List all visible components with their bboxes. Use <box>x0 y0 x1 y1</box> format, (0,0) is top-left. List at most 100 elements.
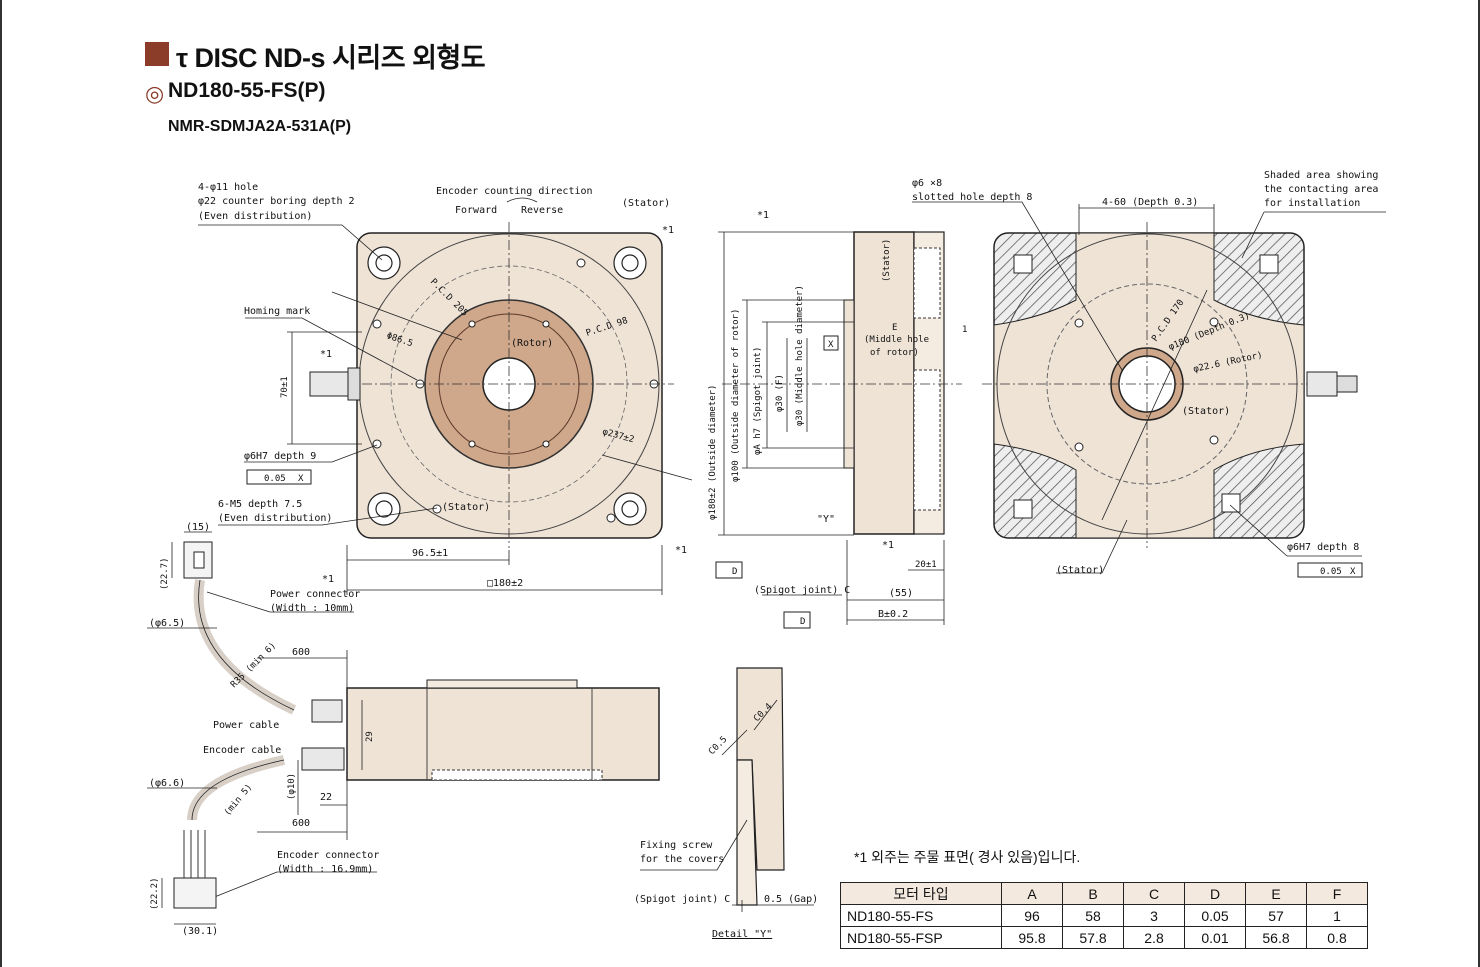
fixing-screw-label-2: for the covers <box>640 854 724 865</box>
header-square-icon <box>145 42 169 66</box>
front-small-hole <box>576 258 586 268</box>
star1-mark: *1 <box>320 349 332 360</box>
front-corner-hole-br-inner <box>621 500 639 518</box>
homing-mark-label: Homing mark <box>244 306 310 317</box>
dia-30-label: φ30 (Middle hole diameter) <box>795 285 805 426</box>
dia-f-label: φ30 (F) <box>775 374 785 412</box>
power-cable-label: Power cable <box>213 720 279 731</box>
front-rotor-hole <box>468 320 476 328</box>
flatness-d-frame <box>783 611 811 629</box>
double-circle-icon: ◎ <box>145 81 165 106</box>
back-tol-ref: X <box>1350 567 1356 577</box>
side-view: *1 *1 φ180±2 (Outside diameter) φ100 (Ou… <box>708 210 967 629</box>
detail-spigot-label: (Spigot joint) C <box>634 894 730 905</box>
encoder-cable-label: Encoder cable <box>203 745 281 756</box>
back-pin-label: φ6H7 depth 8 <box>1287 542 1359 553</box>
side-internal-part <box>913 247 941 319</box>
detail-y-title: Detail "Y" <box>712 929 772 940</box>
back-tol-value: 0.05 <box>1320 567 1342 577</box>
spigot-diameter-label: φA h7 (Spigot joint) <box>753 347 763 455</box>
front-rotor-hole <box>542 440 550 448</box>
encoder-connector-label-2: (Width : 16.9mm) <box>277 864 373 875</box>
middle-hole-label-2: of rotor) <box>870 348 919 358</box>
front-tol-value: 0.05 <box>264 474 286 484</box>
slot-note-1: φ6 ×8 <box>912 178 942 189</box>
dim-10: (φ10) <box>287 773 297 800</box>
shaded-note-3: for installation <box>1264 198 1360 209</box>
back-tolerance-frame <box>1297 562 1363 578</box>
back-corner-hole <box>1259 254 1279 274</box>
dim-65: (φ6.5) <box>149 618 185 629</box>
front-tolerance-frame <box>246 469 312 485</box>
fixing-screw-label-1: Fixing screw <box>640 840 713 851</box>
header-cell: F <box>1306 882 1368 905</box>
side-datum-x-box <box>823 335 839 351</box>
back-cable-gland <box>1306 371 1338 397</box>
header-cell: D <box>1184 882 1246 905</box>
front-holes-note-1: 4-φ11 hole <box>198 182 258 193</box>
table-cell: 58 <box>1062 904 1124 927</box>
dim-180-label: □180±2 <box>487 578 523 589</box>
front-rotor-hole <box>542 320 550 328</box>
front-small-hole <box>372 319 382 329</box>
star1-mark: *1 <box>322 574 334 585</box>
middle-hole-label-1: (Middle hole <box>864 335 929 345</box>
detail-y-view: C0.5 C0.4 Fixing screw for the covers (S… <box>634 667 818 940</box>
back-stator-bottom-label: (Stator) <box>1056 565 1104 576</box>
back-stator-label: (Stator) <box>1182 406 1230 417</box>
side-internal-part <box>913 369 941 511</box>
m5-note-2: (Even distribution) <box>218 513 332 524</box>
encoder-radius-label: (min 5) <box>223 782 255 817</box>
front-small-hole <box>372 439 382 449</box>
bottom-body <box>346 687 660 781</box>
page-title: τ DISC ND-s 시리즈 외형도 <box>176 43 486 73</box>
dim-b-label: B±0.2 <box>878 609 908 620</box>
side-stator-body <box>853 231 915 535</box>
front-cable-gland <box>309 371 349 397</box>
cable-length-label: 600 <box>292 818 310 829</box>
dim-15: (15) <box>186 522 210 533</box>
dim-227: (22.7) <box>160 557 170 590</box>
spigot-joint-label: (Spigot joint) C <box>754 585 850 596</box>
table-cell: 56.8 <box>1245 926 1307 949</box>
rotor-diameter-label: φ100 (Outside diameter of rotor) <box>731 309 741 482</box>
depth-03-label: 4-60 (Depth 0.3) <box>1102 197 1198 208</box>
header-cell: C <box>1123 882 1185 905</box>
table-row: ND180-55-FSP 95.8 57.8 2.8 0.01 56.8 0.8 <box>840 926 1368 949</box>
header-cell: 모터 타입 <box>840 882 1002 905</box>
side-stator-label: (Stator) <box>882 239 892 282</box>
flatness-d-frame <box>715 561 743 579</box>
front-cable-gland-nut <box>347 367 361 401</box>
cable-length-label: 600 <box>292 647 310 658</box>
shaded-note-2: the contacting area <box>1264 184 1378 195</box>
front-view: 4-φ11 hole φ22 counter boring depth 2 (E… <box>198 182 693 595</box>
power-gland <box>311 699 343 723</box>
table-cell: 0.01 <box>1184 926 1246 949</box>
encoder-connector-label-1: Encoder connector <box>277 850 379 861</box>
side-star1: *1 <box>757 210 769 221</box>
header-cell: E <box>1245 882 1307 905</box>
table-header-row: 모터 타입 A B C D E F <box>840 882 1368 905</box>
power-connector-label-2: (Width : 10mm) <box>270 603 354 614</box>
back-corner-hole <box>1221 493 1241 513</box>
table-cell: 96 <box>1001 904 1063 927</box>
model-name: ND180-55-FS(P) <box>168 79 326 102</box>
table-row: ND180-55-FS 96 58 3 0.05 57 1 <box>840 904 1368 927</box>
table-cell: 0.05 <box>1184 904 1246 927</box>
table-cell: ND180-55-FSP <box>840 926 1002 949</box>
detail-y-mark: "Y" <box>817 514 835 525</box>
dim-70-label: 70±1 <box>280 376 290 398</box>
table-cell: 57 <box>1245 904 1307 927</box>
casting-note: *1 외주는 주물 표면( 경사 있음)입니다. <box>854 849 1081 865</box>
label-e: E <box>892 323 897 333</box>
shaded-note-1: Shaded area showing <box>1264 170 1378 181</box>
flatness-d: D <box>732 567 737 577</box>
header-cell: A <box>1001 882 1063 905</box>
front-corner-hole-tl-inner <box>375 254 393 272</box>
table-cell: 1 <box>1306 904 1368 927</box>
back-small-hole <box>1074 318 1084 328</box>
front-stator-bottom-label: (Stator) <box>442 502 490 513</box>
back-corner-hole <box>1013 499 1033 519</box>
